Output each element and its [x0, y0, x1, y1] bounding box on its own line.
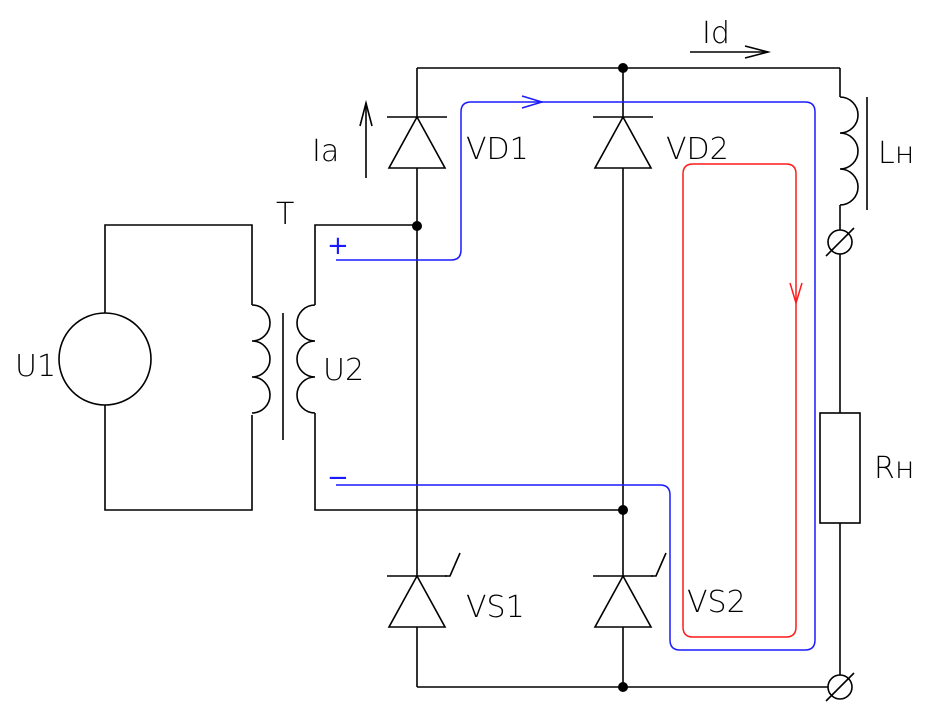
arrow-red [789, 282, 803, 306]
label-vd1: VD1 [466, 132, 529, 167]
source-u1 [58, 312, 152, 406]
inductor-lh [839, 96, 859, 206]
secondary-bottom-wire [314, 413, 623, 511]
label-minus: − [327, 463, 349, 493]
junction-bottom [618, 682, 628, 692]
label-lh: Lн [878, 136, 914, 171]
diode-vd1 [387, 115, 447, 169]
label-vs2: VS2 [687, 585, 746, 620]
current-path-red [682, 163, 797, 638]
secondary-top-wire [314, 224, 417, 305]
label-vs1: VS1 [466, 590, 525, 625]
label-t: T [276, 197, 294, 232]
label-plus: + [327, 231, 349, 261]
resistor-rh [819, 412, 861, 524]
arrow-blue [521, 95, 545, 109]
label-rh: Rн [874, 451, 914, 486]
arrow-ia [359, 99, 373, 178]
label-vd2: VD2 [666, 132, 729, 167]
label-u1: U1 [15, 349, 56, 384]
transformer [251, 304, 316, 440]
arrow-id [690, 45, 772, 59]
label-u2: U2 [323, 353, 364, 388]
primary-winding [251, 304, 271, 414]
terminal-top [825, 227, 855, 257]
current-path-blue [336, 101, 816, 651]
junction-top [618, 63, 628, 73]
junction-left [412, 221, 422, 231]
source-loop [104, 224, 253, 511]
junction-middle [618, 505, 628, 515]
label-ia: Ia [312, 134, 339, 169]
terminal-bottom [825, 672, 855, 702]
thyristor-vs2 [593, 552, 667, 628]
diode-vd2 [593, 115, 653, 169]
label-id: Id [702, 16, 730, 51]
thyristor-vs1 [387, 552, 461, 628]
secondary-winding [296, 304, 316, 414]
